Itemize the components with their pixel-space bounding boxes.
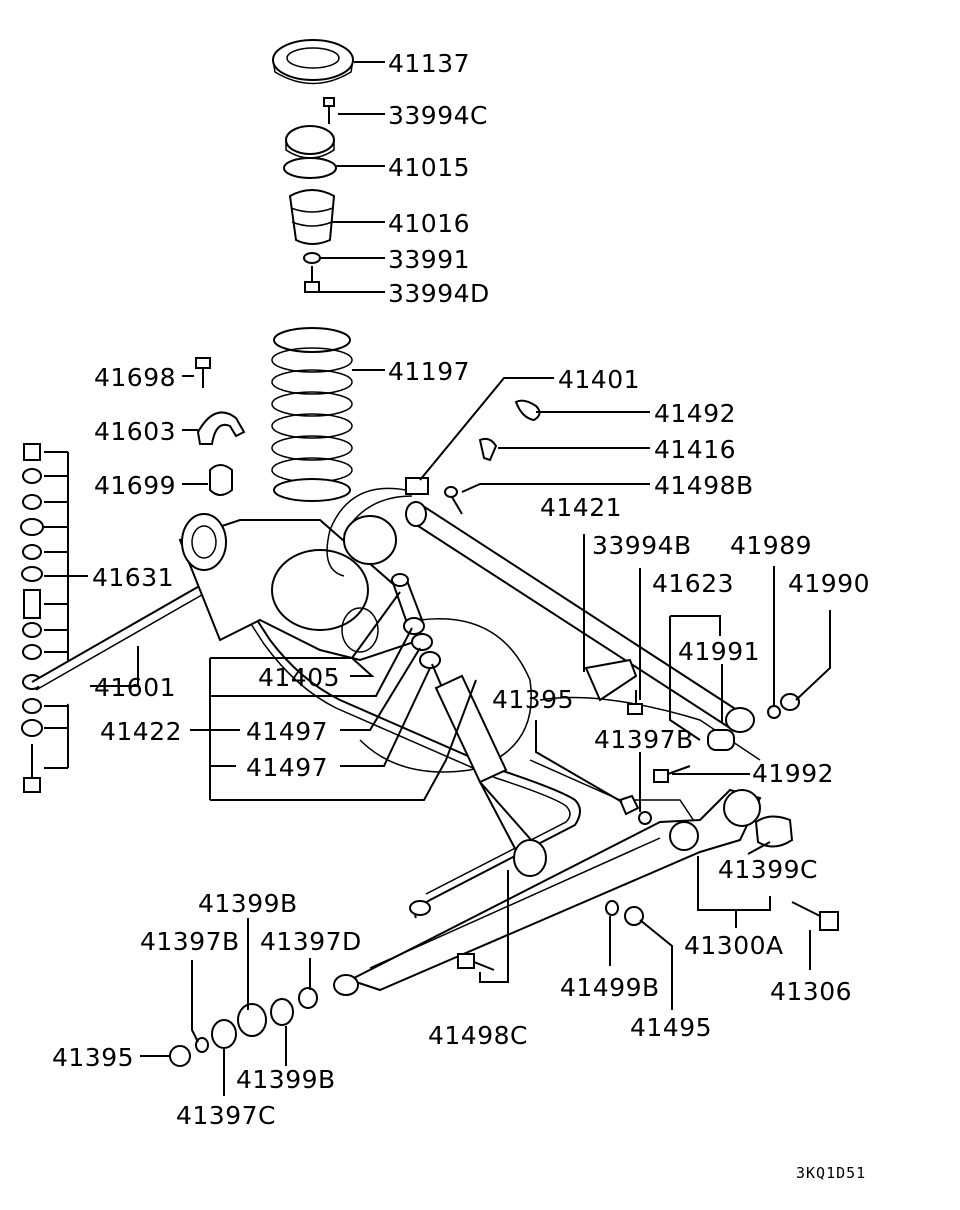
lateral-rod-part: [405, 501, 741, 729]
part-label-41397D: 41397D: [260, 927, 362, 956]
part-label-41989: 41989: [730, 531, 812, 560]
part-label-41306: 41306: [770, 977, 852, 1006]
part-label-33994B: 33994B: [592, 531, 692, 560]
bolt-part: [195, 357, 211, 388]
part-label-41422: 41422: [100, 717, 182, 746]
part-number-labels: 41137 33994C 41015 41016 33991 33994D 41…: [52, 49, 870, 1182]
part-label-33994C: 33994C: [388, 101, 488, 130]
coil-spring-part: [271, 327, 353, 502]
part-label-41495: 41495: [630, 1013, 712, 1042]
part-label-41397B-lower: 41397B: [140, 927, 240, 956]
diagram-code: 3KQ1D51: [796, 1164, 866, 1182]
part-label-41395-lower: 41395: [52, 1043, 134, 1072]
bolt-part: [653, 765, 691, 783]
part-label-41498C: 41498C: [428, 1021, 528, 1050]
washer-part: [303, 252, 321, 264]
bushing-stack-part: [169, 987, 318, 1067]
trailing-arm-part: [333, 788, 794, 996]
washer-part: [638, 811, 652, 825]
shock-absorber-part: [390, 573, 547, 877]
clip-part: [478, 437, 498, 462]
clip-part: [514, 399, 541, 422]
part-label-41399B-upper: 41399B: [198, 889, 298, 918]
bump-rubber-part: [288, 189, 336, 245]
bolt-part: [304, 266, 320, 293]
part-label-41631: 41631: [92, 563, 174, 592]
part-label-41421: 41421: [540, 493, 622, 522]
bushing-part: [209, 464, 233, 496]
part-label-41401: 41401: [558, 365, 640, 394]
bolt-part: [323, 97, 335, 124]
part-label-41498B: 41498B: [654, 471, 754, 500]
nut-part: [618, 794, 640, 816]
part-label-41492: 41492: [654, 399, 736, 428]
bump-stopper-cap-part: [283, 125, 337, 179]
part-label-41497-upper: 41497: [246, 717, 328, 746]
washer-part: [605, 900, 619, 916]
nut-part: [624, 906, 644, 926]
part-label-41300A: 41300A: [684, 931, 784, 960]
bolt-part: [791, 901, 839, 931]
part-label-41397B-upper: 41397B: [594, 725, 694, 754]
part-label-41416: 41416: [654, 435, 736, 464]
part-label-41015: 41015: [388, 153, 470, 182]
part-label-41137: 41137: [388, 49, 470, 78]
part-label-41397C: 41397C: [176, 1101, 276, 1130]
part-label-41499B: 41499B: [560, 973, 660, 1002]
part-label-41992: 41992: [752, 759, 834, 788]
part-label-41395-upper: 41395: [492, 685, 574, 714]
part-label-41699: 41699: [94, 471, 176, 500]
part-label-41601: 41601: [94, 673, 176, 702]
part-label-41991: 41991: [678, 637, 760, 666]
part-label-41399B-lower: 41399B: [236, 1065, 336, 1094]
part-label-41016: 41016: [388, 209, 470, 238]
spring-seat-part: [272, 39, 354, 85]
part-label-41399C: 41399C: [718, 855, 818, 884]
rod-end-bushing-part: [707, 693, 800, 751]
part-label-41497-lower: 41497: [246, 753, 328, 782]
bracket-part: [196, 411, 246, 445]
part-label-41405: 41405: [258, 663, 340, 692]
part-label-33994D: 33994D: [388, 279, 490, 308]
part-label-41197: 41197: [388, 357, 470, 386]
stabilizer-link-stack: [20, 443, 69, 793]
part-label-41698: 41698: [94, 363, 176, 392]
part-label-41623: 41623: [652, 569, 734, 598]
part-label-41990: 41990: [788, 569, 870, 598]
bolt-part: [444, 486, 463, 515]
leader-lines: [68, 61, 831, 1096]
hose-clamp-part: [326, 477, 429, 577]
bolt-part: [457, 953, 495, 971]
part-label-41603: 41603: [94, 417, 176, 446]
part-label-33991: 33991: [388, 245, 470, 274]
